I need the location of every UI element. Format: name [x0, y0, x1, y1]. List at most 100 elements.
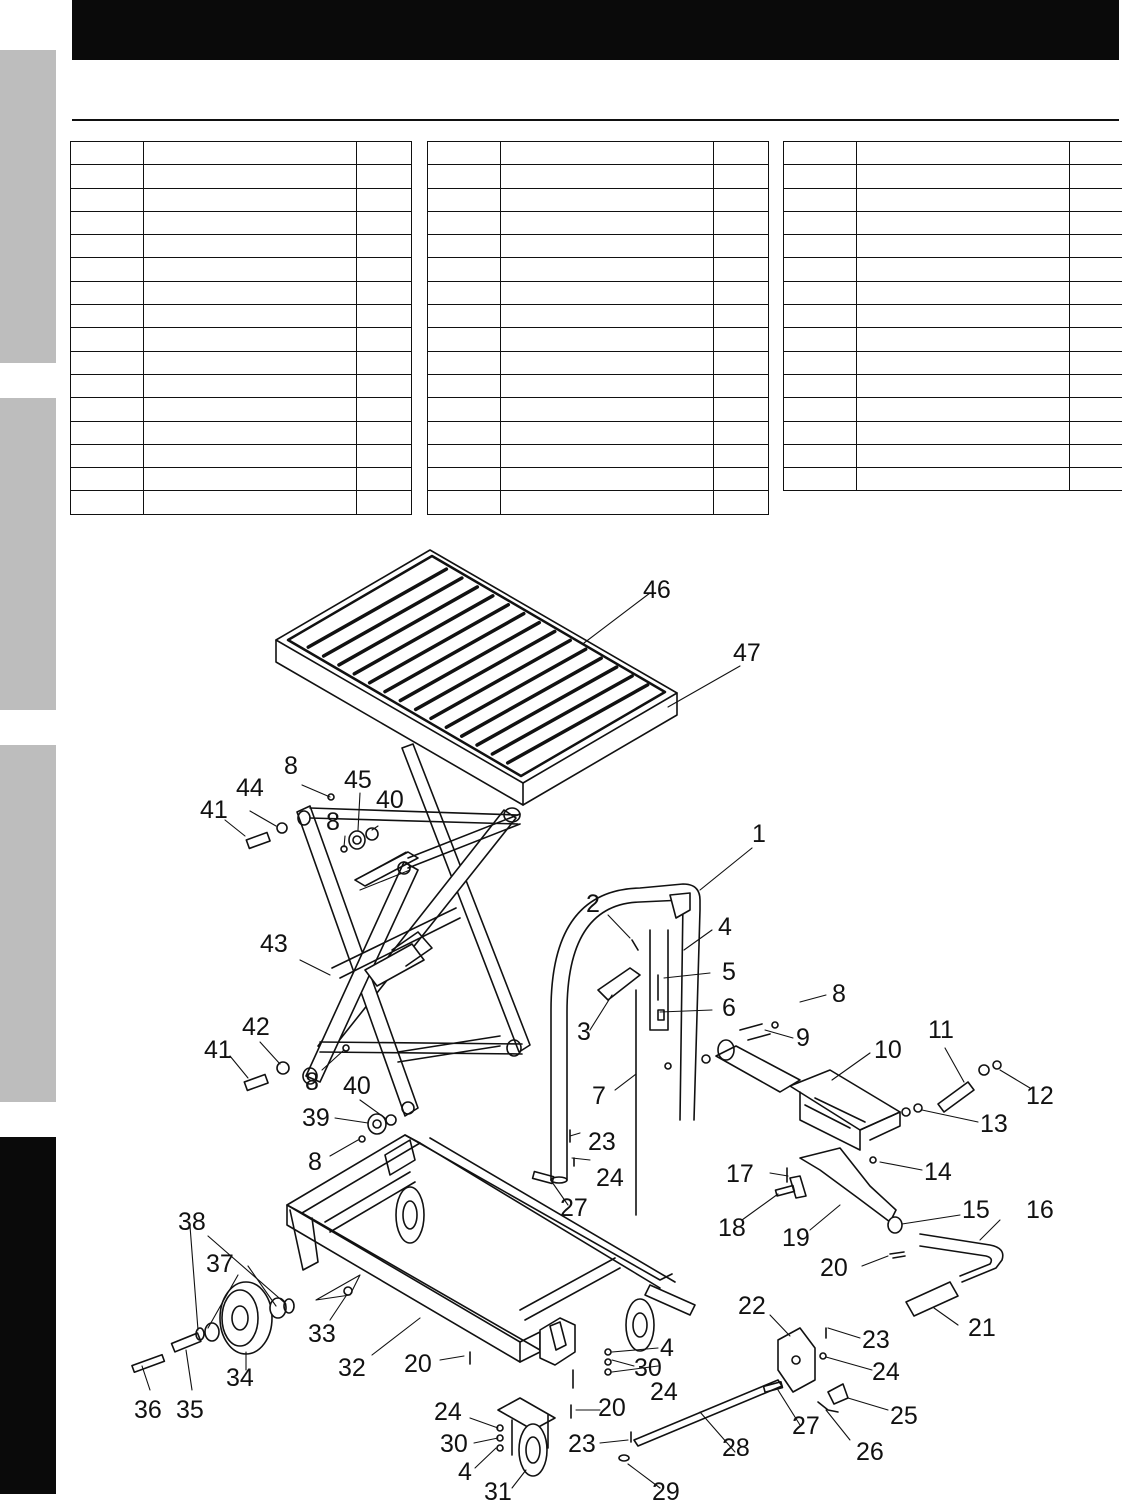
- parts-row: [427, 467, 769, 492]
- scissor-pins: [243, 793, 419, 1143]
- description-cell: [143, 140, 357, 166]
- part-number-cell: [783, 350, 857, 375]
- part-number-cell: [70, 443, 144, 469]
- description-cell: [500, 373, 714, 399]
- callout-9: 9: [796, 1024, 810, 1052]
- grating-slat: [306, 567, 449, 649]
- grating-slat: [475, 665, 619, 747]
- grating-slat: [367, 602, 511, 685]
- description-cell: [143, 350, 357, 375]
- description-cell: [500, 350, 714, 375]
- callout-30: 30: [440, 1430, 468, 1458]
- callout-8: 8: [284, 752, 298, 780]
- qty-cell: [356, 304, 412, 329]
- qty-cell: [356, 467, 412, 492]
- parts-list-table-1: [70, 140, 412, 515]
- part-number-cell: [70, 350, 144, 375]
- push-handle: [531, 883, 701, 1216]
- callout-15: 15: [962, 1196, 990, 1224]
- callout-4: 4: [718, 913, 732, 941]
- part-number-cell: [427, 280, 501, 306]
- callout-32: 32: [338, 1354, 366, 1382]
- parts-row: [783, 234, 1122, 259]
- qty-cell: [356, 280, 412, 306]
- callout-21: 21: [968, 1314, 996, 1342]
- qty-cell: [356, 327, 412, 352]
- description-cell: [143, 490, 357, 515]
- qty-cell: [1069, 187, 1122, 212]
- parts-row: [427, 443, 769, 469]
- qty-cell: [356, 397, 412, 422]
- qty-cell: [356, 140, 412, 166]
- part-number-cell: [783, 443, 857, 469]
- callout-7: 7: [592, 1082, 606, 1110]
- callout-24: 24: [650, 1378, 678, 1406]
- grating-slat: [505, 683, 650, 765]
- parts-row: [427, 327, 769, 352]
- callout-36: 36: [134, 1396, 162, 1424]
- callout-8: 8: [305, 1068, 319, 1096]
- side-tab-active[interactable]: [0, 1137, 56, 1494]
- parts-list-table-2: [427, 140, 769, 515]
- qty-cell: [1069, 467, 1122, 492]
- side-tab-3[interactable]: [0, 745, 56, 1102]
- part-number-cell: [783, 327, 857, 352]
- callout-numbers: 46 47 8 44 41 45 40 8 43 42 41 8 40 39 8…: [134, 576, 1054, 1504]
- part-number-cell: [427, 490, 501, 515]
- callout-29: 29: [652, 1478, 680, 1504]
- description-cell: [500, 140, 714, 166]
- qty-cell: [713, 350, 769, 375]
- callout-11: 11: [928, 1016, 954, 1044]
- description-cell: [500, 443, 714, 469]
- front-wheel-assembly: [131, 1281, 353, 1374]
- qty-cell: [1069, 257, 1122, 282]
- callout-10: 10: [874, 1036, 902, 1064]
- callout-44: 44: [236, 774, 264, 802]
- qty-cell: [1069, 443, 1122, 469]
- callout-39: 39: [302, 1104, 330, 1132]
- side-tab-1[interactable]: [0, 50, 56, 363]
- qty-cell: [713, 164, 769, 189]
- qty-cell: [1069, 280, 1122, 306]
- table-top: [275, 549, 678, 806]
- scissor-arms: [296, 743, 531, 1117]
- description-cell: [500, 187, 714, 212]
- parts-row: [70, 490, 412, 515]
- callout-28: 28: [722, 1434, 750, 1462]
- callout-20: 20: [820, 1254, 848, 1282]
- callout-23: 23: [568, 1430, 596, 1458]
- callout-20: 20: [404, 1350, 432, 1378]
- side-tab-2[interactable]: [0, 398, 56, 710]
- part-number-cell: [70, 327, 144, 352]
- parts-row: [70, 327, 412, 352]
- description-cell: [143, 164, 357, 189]
- description-cell: [856, 373, 1070, 399]
- grating-slat: [429, 638, 572, 721]
- qty-cell: [1069, 350, 1122, 375]
- grating-slat: [337, 585, 480, 667]
- parts-row: [783, 443, 1122, 469]
- parts-row: [70, 234, 412, 259]
- qty-cell: [356, 164, 412, 189]
- part-number-cell: [70, 234, 144, 259]
- description-cell: [143, 234, 357, 259]
- description-cell: [856, 420, 1070, 445]
- parts-row: [783, 327, 1122, 352]
- parts-row: [70, 373, 412, 399]
- description-cell: [500, 467, 714, 492]
- qty-cell: [356, 257, 412, 282]
- callout-27: 27: [792, 1412, 820, 1440]
- callout-17: 17: [726, 1160, 754, 1188]
- qty-cell: [713, 373, 769, 399]
- qty-cell: [713, 234, 769, 259]
- parts-row: [70, 443, 412, 469]
- parts-row: [783, 467, 1122, 492]
- parts-row: [70, 257, 412, 282]
- description-cell: [856, 257, 1070, 282]
- description-cell: [143, 210, 357, 236]
- callout-2: 2: [586, 890, 600, 918]
- callout-26: 26: [856, 1438, 884, 1466]
- part-number-cell: [70, 257, 144, 282]
- qty-cell: [1069, 234, 1122, 259]
- description-cell: [856, 280, 1070, 306]
